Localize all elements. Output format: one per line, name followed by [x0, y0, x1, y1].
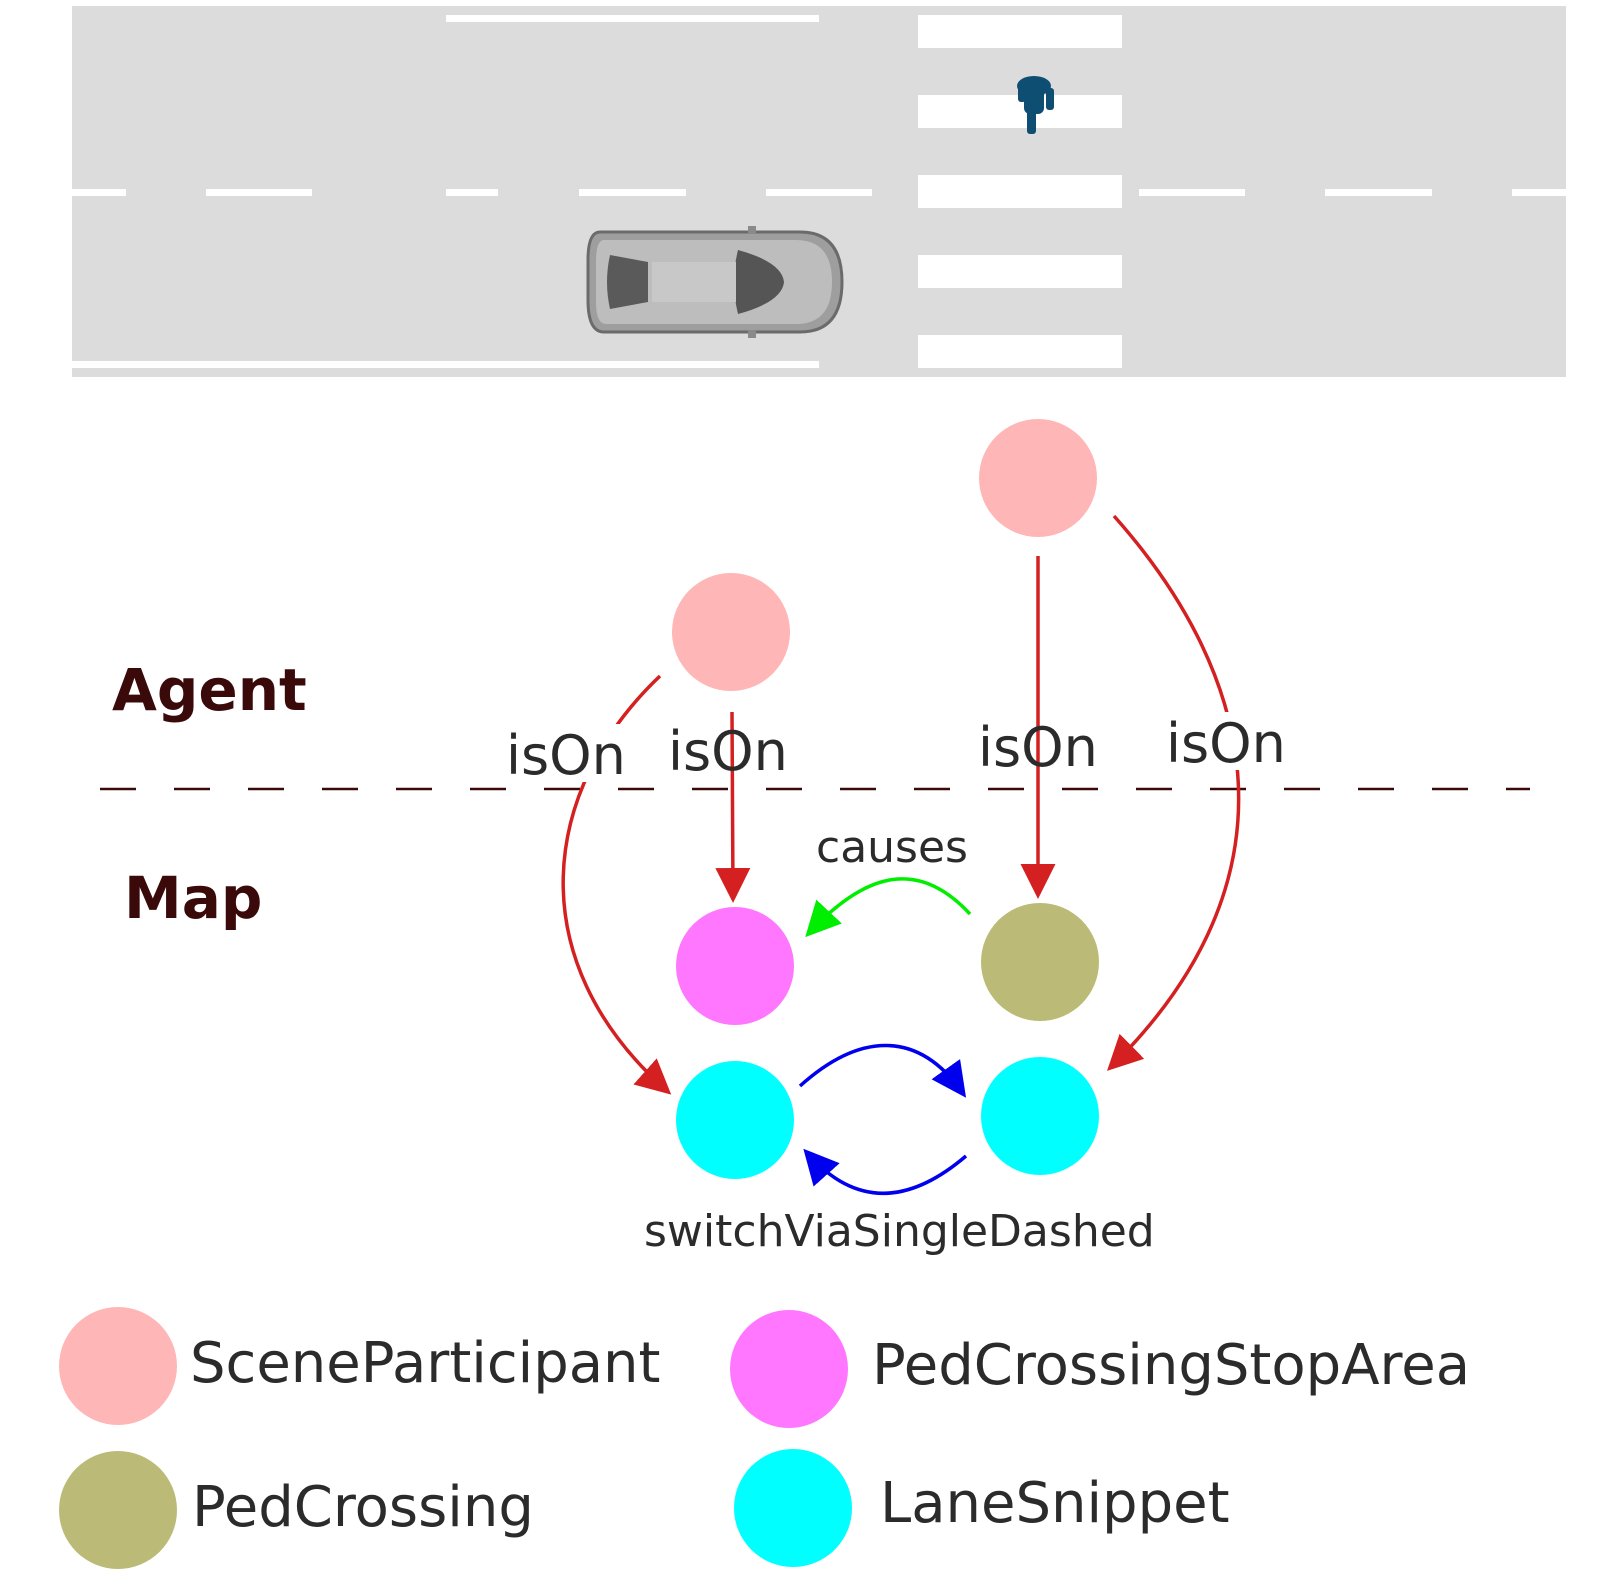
edge-causes — [805, 877, 972, 938]
layer-label-map: Map — [124, 864, 262, 932]
legend-label-scene-participant: SceneParticipant — [190, 1331, 661, 1396]
edge-switch-forward — [798, 1043, 967, 1098]
node-ped-crossing-stop-area — [676, 907, 794, 1025]
nodes — [672, 419, 1099, 1179]
bottom-lane-line — [72, 361, 819, 368]
edge-label-ison-2: isOn — [668, 720, 788, 783]
node-lane-snippet-1 — [676, 1061, 794, 1179]
edge-label-ison-1: isOn — [506, 724, 626, 787]
node-ped-crossing — [981, 903, 1099, 1021]
legend-label-ped-crossing: PedCrossing — [192, 1475, 534, 1540]
edge-label-causes: causes — [816, 822, 968, 873]
top-lane-line — [446, 15, 819, 22]
edge-ison-right-curve — [1107, 514, 1241, 1071]
road-scene — [72, 6, 1566, 377]
edge-switch-backward — [803, 1148, 968, 1195]
legend-swatch-lane-snippet — [734, 1449, 852, 1567]
legend-swatch-ped-crossing — [59, 1451, 177, 1569]
edge-label-ison-4: isOn — [1166, 712, 1286, 775]
pedestrian-icon — [1017, 76, 1054, 134]
node-scene-participant-1 — [979, 419, 1097, 537]
node-lane-snippet-2 — [981, 1057, 1099, 1175]
edge-label-ison-3: isOn — [978, 716, 1098, 779]
layer-label-agent: Agent — [112, 656, 307, 724]
node-scene-participant-2 — [672, 573, 790, 691]
edge-ison-agent1-straight — [715, 711, 751, 903]
legend: SceneParticipant PedCrossingStopArea Ped… — [59, 1307, 1470, 1569]
legend-swatch-ped-crossing-stop-area — [730, 1310, 848, 1428]
center-dashed-line — [72, 189, 1566, 196]
legend-label-ped-crossing-stop-area: PedCrossingStopArea — [872, 1333, 1470, 1398]
edge-label-switch-via-single-dashed: switchViaSingleDashed — [644, 1206, 1155, 1257]
legend-label-lane-snippet: LaneSnippet — [880, 1471, 1230, 1536]
legend-swatch-scene-participant — [59, 1307, 177, 1425]
edge-labels: isOn isOn isOn isOn causes switchViaSing… — [500, 712, 1292, 1257]
car-icon — [586, 226, 844, 338]
pedestrian-crossing-stripes — [918, 15, 1122, 368]
